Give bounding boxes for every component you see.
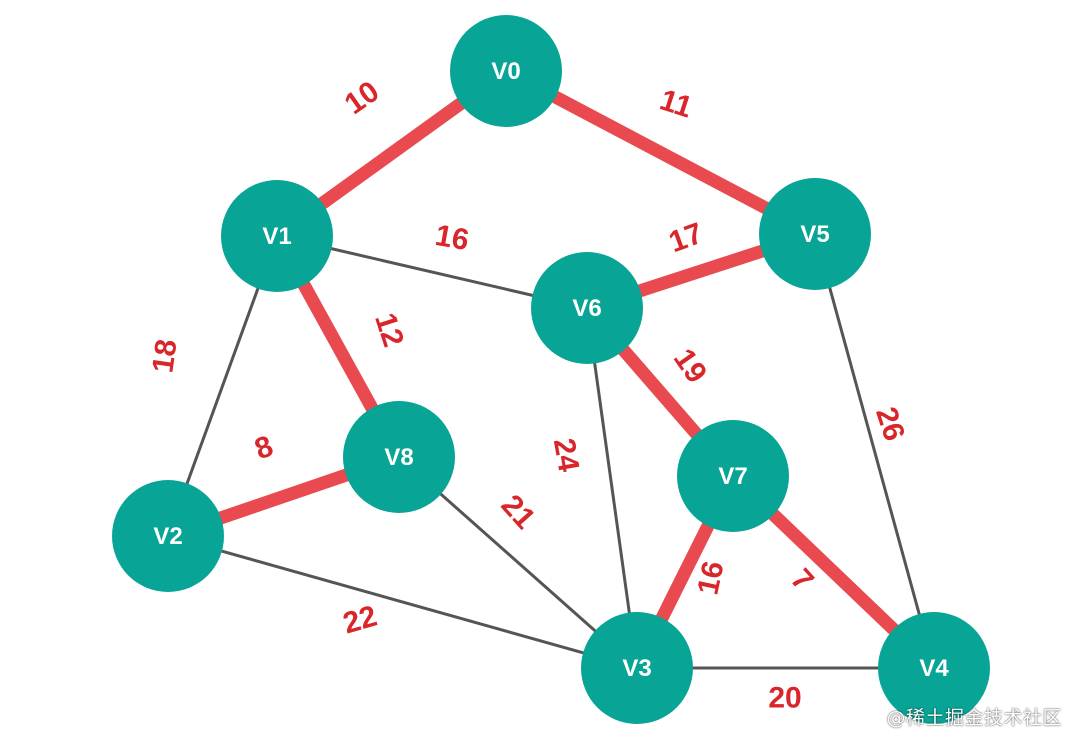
edge-v2-v3 [167, 534, 638, 670]
edge-weight-v5-v4: 26 [869, 403, 911, 445]
edge-weight-v1-v8: 12 [368, 309, 410, 351]
edge-v0-v1 [311, 93, 472, 214]
node-v8: V8 [343, 401, 455, 513]
node-label: V3 [622, 655, 651, 682]
node-circle [343, 401, 455, 513]
node-label: V0 [491, 58, 520, 85]
node-v1: V1 [221, 180, 333, 292]
edge-weight-v8-v2: 8 [251, 430, 278, 467]
edge-v5-v4 [813, 233, 936, 669]
edge-v8-v2 [208, 466, 359, 527]
edge-v7-v3 [652, 514, 718, 630]
node-circle [450, 15, 562, 127]
node-label: V1 [262, 223, 291, 250]
node-circle [759, 178, 871, 290]
node-v4: V4 [878, 612, 990, 724]
node-label: V8 [384, 444, 413, 471]
node-label: V4 [919, 655, 949, 682]
edge-weight-v1-v6: 16 [433, 219, 472, 257]
edge-v6-v7 [613, 339, 707, 445]
edge-v7-v4 [762, 504, 905, 640]
edge-weight-v0-v1: 10 [339, 75, 385, 121]
edge-v1-v8 [294, 273, 382, 420]
edge-weight-v5-v6: 17 [665, 217, 708, 259]
watermark-text: @稀土掘金技术社区 [886, 707, 1062, 729]
node-circle [581, 612, 693, 724]
edge-weight-v3-v4: 20 [768, 682, 801, 715]
edge-weight-v2-v3: 22 [339, 600, 380, 641]
node-v3: V3 [581, 612, 693, 724]
edge-weight-v7-v4: 7 [784, 563, 820, 597]
edge-weight-v6-v3: 24 [547, 436, 585, 475]
edges-layer [166, 87, 936, 670]
node-circle [677, 420, 789, 532]
node-v5: V5 [759, 178, 871, 290]
node-label: V6 [572, 295, 601, 322]
weights-layer: 10 11 16 12 18 17 26 19 24 8 21 22 16 7 20 [146, 75, 911, 715]
edge-weight-v8-v3: 21 [495, 489, 542, 536]
node-v2: V2 [112, 480, 224, 592]
node-v6: V6 [531, 252, 643, 364]
node-circle [878, 612, 990, 724]
node-circle [531, 252, 643, 364]
edge-weight-v6-v7: 19 [667, 343, 713, 389]
edge-weight-v1-v2: 18 [146, 337, 183, 375]
node-circle [221, 180, 333, 292]
edge-v5-v6 [628, 242, 774, 300]
node-circle [112, 480, 224, 592]
node-v0: V0 [450, 15, 562, 127]
edge-weight-v7-v3: 16 [691, 558, 730, 598]
edge-v6-v3 [585, 307, 639, 669]
node-label: V7 [718, 463, 747, 490]
node-label: V5 [800, 221, 829, 248]
edge-v0-v5 [543, 87, 778, 218]
edge-weight-v0-v5: 11 [656, 83, 696, 124]
node-label: V2 [153, 523, 182, 550]
node-v7: V7 [677, 420, 789, 532]
